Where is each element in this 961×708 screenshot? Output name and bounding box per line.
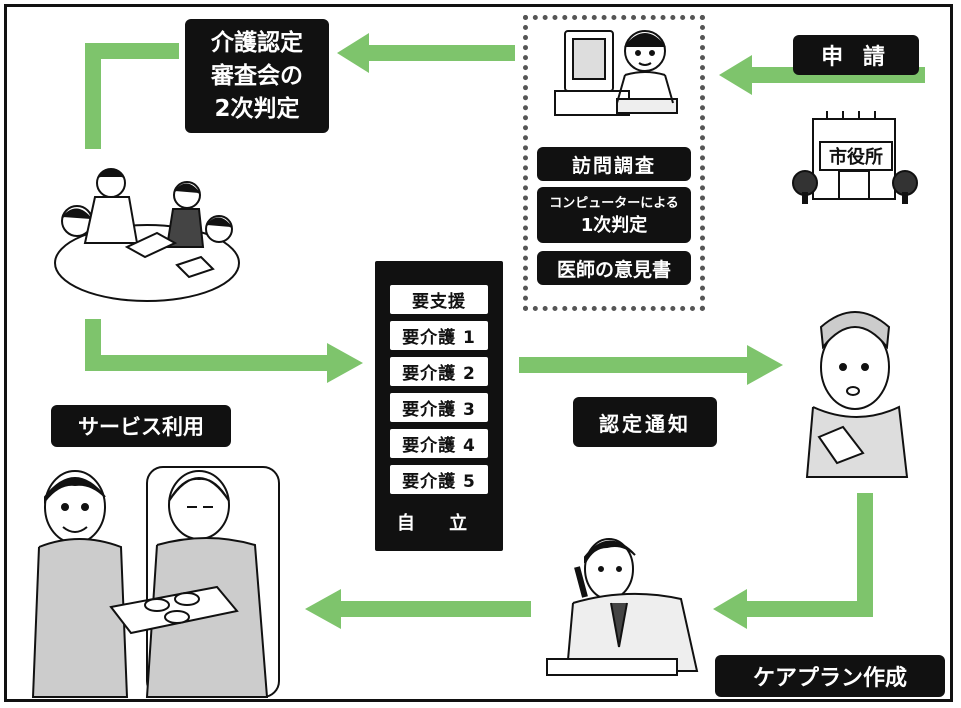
- flow-diagram: [31, 30, 925, 698]
- businessman-phone-illustration: [546, 538, 699, 676]
- doctor-opinion-label: 医師の意見書: [537, 251, 691, 285]
- arrow-survey-to-review: [337, 33, 515, 73]
- arrow-review-to-meeting: [85, 43, 179, 149]
- care-plan-label: ケアプラン作成: [715, 655, 945, 697]
- level-care-1: 要介護 1: [390, 321, 488, 350]
- meeting-illustration: [54, 168, 240, 302]
- level-care-4: 要介護 4: [390, 429, 488, 458]
- computer-operator-illustration: [554, 30, 678, 116]
- service-scene-illustration: [31, 466, 280, 698]
- arrow-application-to-survey: [719, 55, 925, 95]
- computer-judgement-label: コンピューターによる 1次判定: [537, 187, 691, 243]
- notice-label: 認定通知: [573, 397, 717, 447]
- level-support: 要支援: [390, 285, 488, 314]
- arrow-meeting-to-levels: [85, 319, 363, 383]
- arrow-elder-to-careplan: [713, 493, 873, 629]
- level-care-5: 要介護 5: [390, 465, 488, 494]
- service-use-label: サービス利用: [51, 405, 231, 447]
- diagram-frame: 申 請 市役所 介護認定 審査会の 2次判定 訪問調査 コンピューターによる 1…: [4, 4, 953, 702]
- review-committee-label: 介護認定 審査会の 2次判定: [185, 19, 329, 133]
- application-label: 申 請: [793, 35, 919, 75]
- care-levels-box: 要支援 要介護 1 要介護 2 要介護 3 要介護 4 要介護 5 自 立: [375, 261, 503, 551]
- city-office-label: 市役所: [819, 141, 893, 171]
- elderly-man-illustration: [805, 311, 909, 478]
- level-care-2: 要介護 2: [390, 357, 488, 386]
- arrow-careplan-to-service: [305, 589, 531, 629]
- visit-survey-label: 訪問調査: [537, 147, 691, 181]
- survey-dotted-box: [523, 15, 705, 311]
- arrow-levels-to-notice: [519, 345, 783, 385]
- level-independent: 自 立: [396, 512, 482, 534]
- flow-arrows: [85, 33, 925, 629]
- level-care-3: 要介護 3: [390, 393, 488, 422]
